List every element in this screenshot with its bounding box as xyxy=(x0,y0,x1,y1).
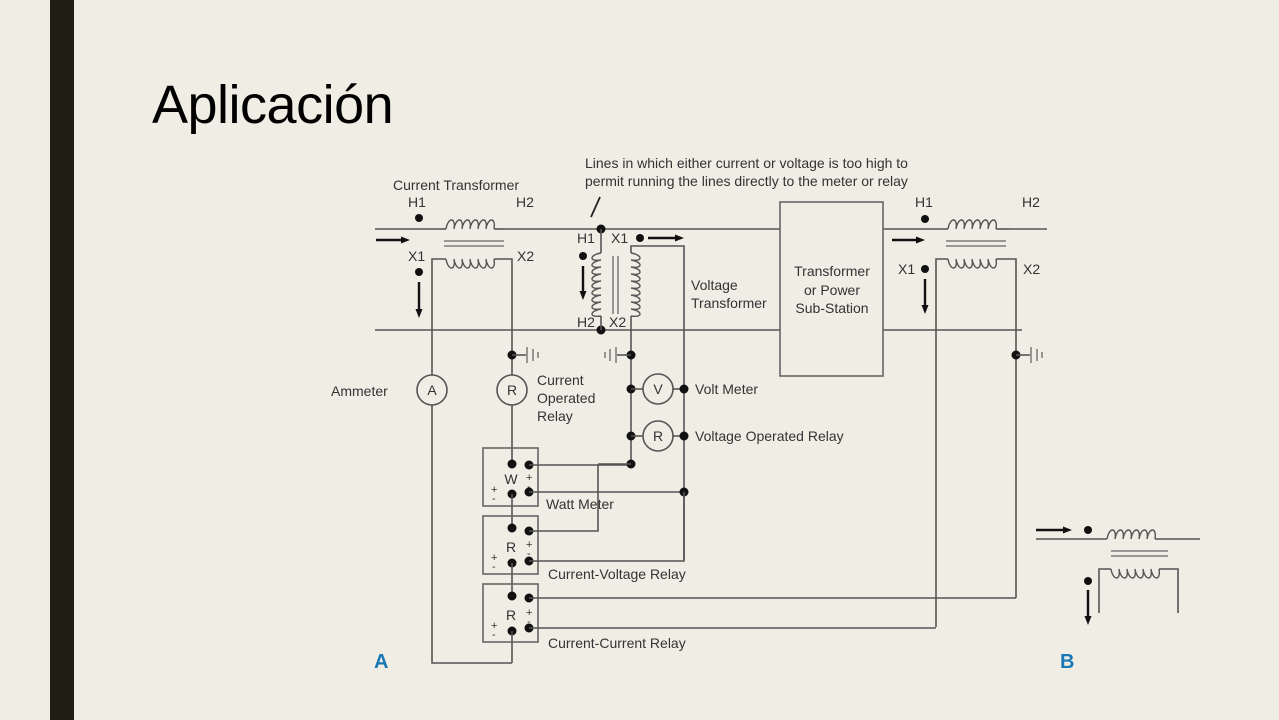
panel-b-x1-dot xyxy=(1084,577,1092,585)
ct-x2-label: X2 xyxy=(517,248,534,264)
annotation-line-2: permit running the lines directly to the… xyxy=(585,173,908,189)
right-ct-x1-dot xyxy=(921,265,929,273)
ct-x1-polarity-dot xyxy=(415,268,423,276)
voltage-relay-symbol: R xyxy=(653,428,663,444)
current-flow-arrow xyxy=(376,236,410,244)
annotation-line-1: Lines in which either current or voltage… xyxy=(585,155,908,171)
minus-sign: - xyxy=(492,493,496,505)
ct-x1-label: X1 xyxy=(408,248,425,264)
ct-secondary-left-leg xyxy=(431,258,512,664)
right-secondary-arrow xyxy=(921,279,929,314)
cv-relay-symbol: R xyxy=(506,539,516,555)
vt-primary-coil xyxy=(591,252,602,318)
plus-sign: + xyxy=(526,472,532,484)
ct-h1-polarity-dot xyxy=(415,214,423,222)
secondary-current-arrow xyxy=(415,282,423,318)
ammeter: Ammeter A xyxy=(331,374,448,406)
current-transformer: Current Transformer H1 H2 X1 X2 xyxy=(393,177,534,664)
ammeter-symbol: A xyxy=(427,382,437,398)
ct-primary-coil xyxy=(445,219,496,230)
vt-h2-label: H2 xyxy=(577,314,595,330)
minus-sign: - xyxy=(492,629,496,641)
current-relay-label-2: Operated xyxy=(537,390,595,406)
panel-b-primary-coil xyxy=(1106,529,1157,540)
substation-box: Transformer or Power Sub-Station xyxy=(779,201,884,377)
volt-meter-label: Volt Meter xyxy=(695,381,758,397)
vt-h1-label: H1 xyxy=(577,230,595,246)
ct-h2-label: H2 xyxy=(516,194,534,210)
right-ct-h2-label: H2 xyxy=(1022,194,1040,210)
vt-title-line-1: Voltage xyxy=(691,277,738,293)
current-voltage-relay: R + - + - Current-Voltage Relay xyxy=(482,515,686,582)
ct-secondary-coil xyxy=(445,258,496,269)
ground-icon xyxy=(507,347,539,363)
right-ct-h1-label: H1 xyxy=(915,194,933,210)
vt-h1-polarity-dot xyxy=(579,252,587,260)
right-ct-secondary-coil xyxy=(947,258,998,269)
current-operated-relay: R Current Operated Relay xyxy=(496,372,595,424)
right-current-arrow xyxy=(892,236,925,244)
panel-b-secondary-arrow xyxy=(1084,590,1092,625)
accent-side-bar xyxy=(50,0,74,720)
voltage-relay-label: Voltage Operated Relay xyxy=(695,428,844,444)
cv-relay-voltage-wire xyxy=(529,492,685,562)
panel-b-secondary-coil xyxy=(1110,568,1161,579)
cc-relay-symbol: R xyxy=(506,607,516,623)
substation-label-line-3: Sub-Station xyxy=(795,300,868,316)
annotation-pointer xyxy=(590,196,601,218)
ground-icon xyxy=(604,347,636,363)
plus-sign: + xyxy=(491,552,497,564)
ground-icon xyxy=(1011,347,1043,363)
plus-sign: + xyxy=(491,484,497,496)
current-relay-symbol: R xyxy=(507,382,517,398)
panel-label-a: A xyxy=(374,651,388,673)
vt-secondary-coil xyxy=(630,252,641,318)
right-ct-x2-label: X2 xyxy=(1023,261,1040,277)
substation-label-line-1: Transformer xyxy=(794,263,870,279)
ammeter-label: Ammeter xyxy=(331,383,388,399)
current-current-relay: R + - + - Current-Current Relay xyxy=(482,583,686,651)
cv-relay-voltage-wire xyxy=(529,464,599,532)
minus-sign: - xyxy=(492,561,496,573)
slide-title: Aplicación xyxy=(152,75,394,135)
vt-x2-label: X2 xyxy=(609,314,626,330)
watt-meter-label: Watt Meter xyxy=(546,496,614,512)
plus-sign: + xyxy=(526,539,532,551)
ct-h1-label: H1 xyxy=(408,194,426,210)
minus-sign: - xyxy=(527,481,531,493)
watt-meter: W + - + - Watt Meter xyxy=(482,447,614,512)
right-current-transformer: H1 H2 X1 X2 xyxy=(898,194,1040,627)
right-ct-h1-dot xyxy=(921,215,929,223)
panel-label-b: B xyxy=(1060,651,1074,673)
panel-b-current-transformer xyxy=(1036,526,1200,625)
panel-b-h1-dot xyxy=(1084,526,1092,534)
plus-sign: + xyxy=(526,607,532,619)
plus-sign: + xyxy=(491,620,497,632)
vt-x1-polarity-dot xyxy=(636,234,644,242)
volt-meter-symbol: V xyxy=(653,381,663,397)
right-ct-x1-label: X1 xyxy=(898,261,915,277)
ct-title: Current Transformer xyxy=(393,177,519,193)
ct-secondary-right-leg xyxy=(494,258,513,380)
minus-sign: - xyxy=(527,548,531,560)
current-relay-label-3: Relay xyxy=(537,408,573,424)
substation-label-line-2: or Power xyxy=(804,282,860,298)
vt-title-line-2: Transformer xyxy=(691,295,767,311)
vt-secondary-arrow xyxy=(648,234,684,242)
right-ct-primary-coil xyxy=(947,219,998,230)
minus-sign: - xyxy=(527,616,531,628)
panel-b-current-arrow xyxy=(1036,526,1072,534)
volt-meter: V Volt Meter xyxy=(626,373,758,405)
voltage-operated-relay: R Voltage Operated Relay xyxy=(626,420,844,452)
watt-meter-symbol: W xyxy=(504,471,518,487)
voltage-transformer: H1 X1 H2 X2 Voltage Transformer xyxy=(577,224,767,560)
vt-x1-label: X1 xyxy=(611,230,628,246)
current-relay-label-1: Current xyxy=(537,372,584,388)
cv-relay-label: Current-Voltage Relay xyxy=(548,566,686,582)
cc-relay-label: Current-Current Relay xyxy=(548,635,686,651)
vt-primary-arrow xyxy=(579,266,587,300)
